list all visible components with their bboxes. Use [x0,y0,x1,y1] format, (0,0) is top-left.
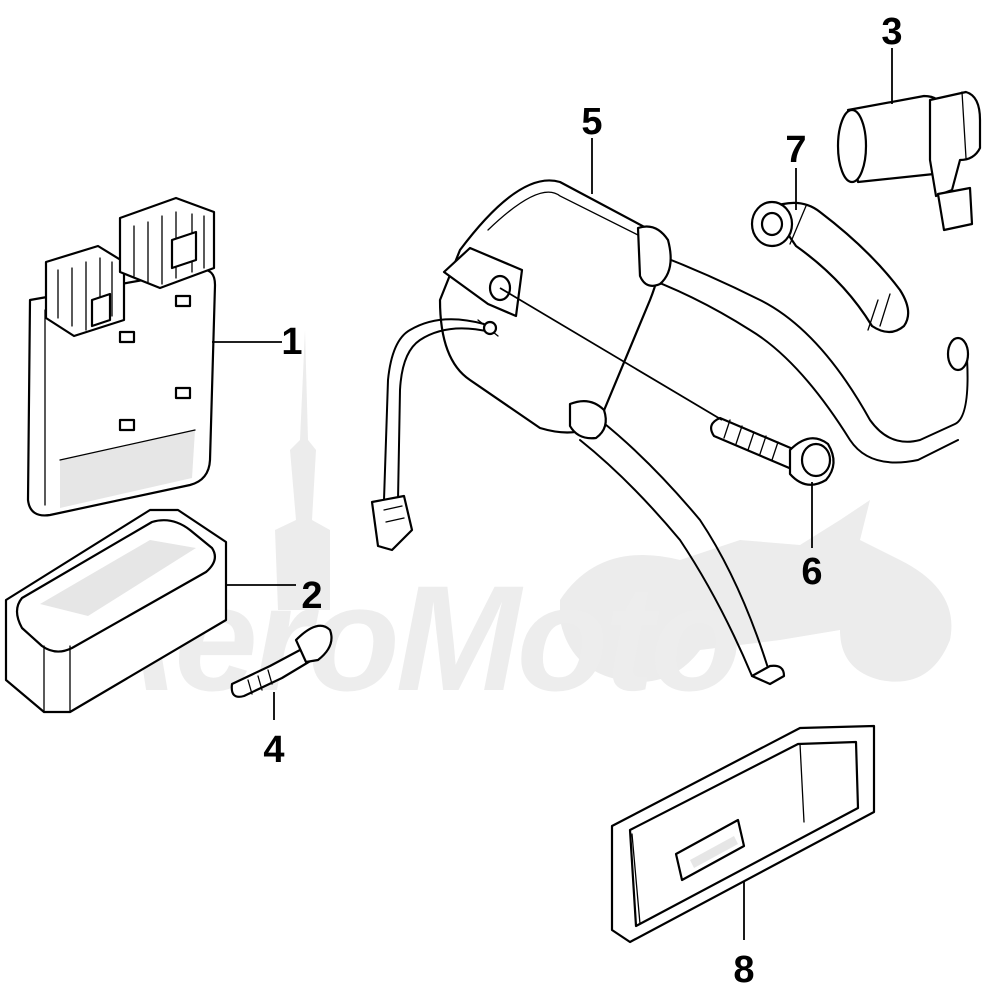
callout-1: 1 [281,321,302,363]
callout-5: 5 [581,101,602,143]
part-8-holder-plate[interactable] [610,724,876,944]
callout-6: 6 [801,551,822,593]
leader-lines [212,48,893,940]
callouts: 1 2 3 4 5 6 7 8 [263,11,902,991]
callout-4: 4 [263,729,284,771]
leader-5b [499,287,723,421]
part-7-hose[interactable] [750,200,910,334]
part-2-rubber-holder[interactable] [4,508,228,714]
part-3-plug-cap[interactable] [836,90,982,232]
callout-8: 8 [733,949,754,991]
part-6-bolt[interactable] [710,416,835,486]
part-1-cdi-unit[interactable] [26,196,217,517]
callout-7: 7 [785,129,806,171]
part-4-grommet-pin[interactable] [230,624,333,698]
callout-3: 3 [881,11,902,53]
part-5-ignition-coil[interactable] [370,179,970,686]
callout-2: 2 [301,575,322,617]
